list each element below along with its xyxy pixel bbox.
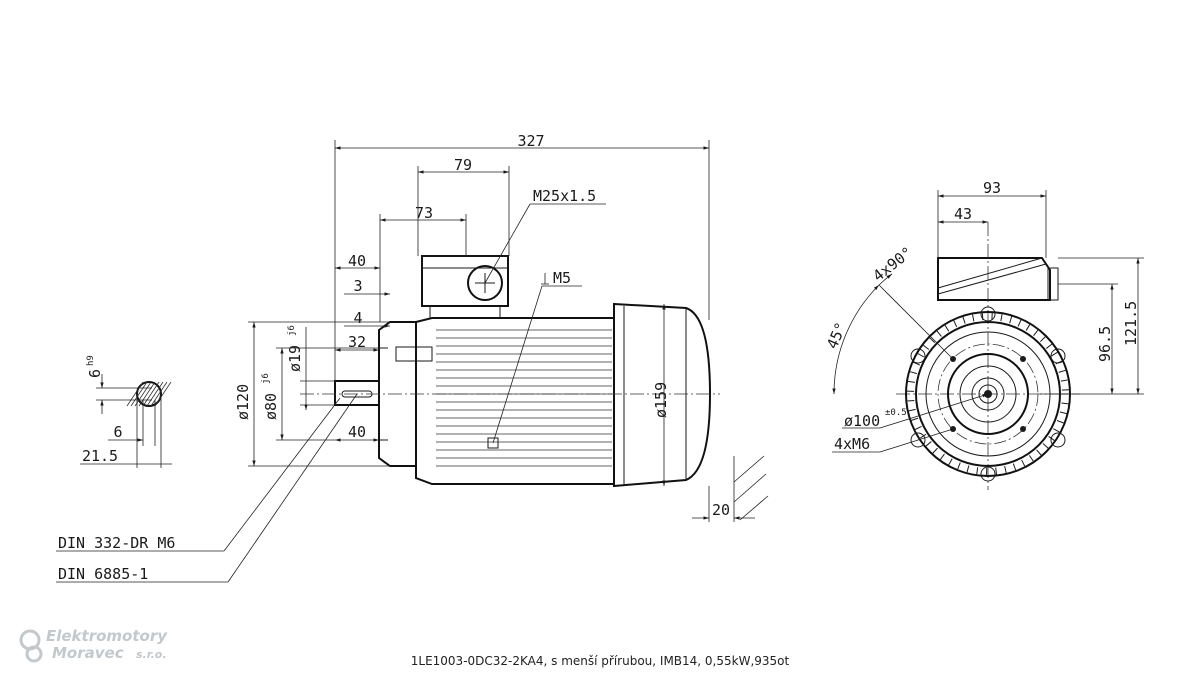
- dim-flange-diameter: ø120: [234, 384, 252, 420]
- note-center-hole: DIN 332-DR M6: [58, 534, 175, 552]
- label-earth-thread: M5: [553, 269, 571, 287]
- dim-hole-angle: 4x90°: [869, 243, 916, 285]
- dim-key-length: 40: [348, 423, 366, 441]
- flange-hole-br: [1020, 426, 1026, 432]
- dim-flange-thickness: 4: [353, 309, 362, 327]
- dim-spigot-diameter: ø80: [262, 393, 280, 420]
- dim-box-width: 93: [983, 179, 1001, 197]
- dim-keyway-width: 6: [113, 423, 122, 441]
- tol-pitch: ±0.5: [885, 408, 907, 418]
- shaft-section: 6 h9 6 21.5: [80, 355, 172, 468]
- dim-spigot: 3: [353, 277, 362, 295]
- dim-shaft-key-height: 21.5: [82, 447, 118, 465]
- tol-key: h9: [86, 355, 96, 366]
- dim-pitch-circle: ø100: [844, 412, 880, 430]
- dim-overall-length: 327: [517, 132, 544, 150]
- dim-shaft-length: 32: [348, 333, 366, 351]
- drawing-caption: 1LE1003-0DC32-2KA4, s menší přírubou, IM…: [411, 654, 790, 668]
- terminal-box: [421, 255, 509, 307]
- side-view-dimensions: 327 79 73 M25x1.5 40 3 4 32 40 ø19: [223, 132, 769, 583]
- logo-suffix: s.r.o.: [136, 648, 167, 661]
- dim-body-diameter: ø159: [652, 382, 670, 418]
- tol-shaft: j6: [287, 325, 297, 336]
- dim-shaft-diameter: ø19: [286, 345, 304, 372]
- label-gland-thread: M25x1.5: [533, 187, 596, 205]
- flange-hole-tr: [1020, 356, 1026, 362]
- dim-key-width: 6: [86, 369, 104, 378]
- dim-height-box: 121.5: [1122, 301, 1140, 346]
- dim-box-center: 43: [954, 205, 972, 223]
- front-terminal-box: [937, 257, 1051, 301]
- notes: DIN 332-DR M6 DIN 6885-1: [56, 534, 228, 583]
- logo-line2: Moravec: [52, 644, 124, 662]
- front-view-dimensions: 93 43 121.5 96.5 45° 4x90° ø100 ±0.5 4xM…: [823, 179, 1144, 453]
- dim-hole-angle-offset: 45°: [823, 320, 850, 352]
- dim-terminal-box-offset: 73: [415, 204, 433, 222]
- cable-gland: [467, 265, 503, 301]
- front-view: [896, 222, 1080, 490]
- dim-foot-offset: 20: [712, 501, 730, 519]
- logo-line1: Elektromotory: [46, 627, 168, 645]
- earth-terminal: [487, 437, 499, 449]
- note-key: DIN 6885-1: [58, 565, 148, 583]
- flange-bolt: [395, 346, 433, 362]
- dim-terminal-box-length: 79: [454, 156, 472, 174]
- dim-height-top: 96.5: [1096, 326, 1114, 362]
- motor-body: [415, 317, 615, 485]
- company-logo: Elektromotory Moravec s.r.o.: [19, 627, 168, 663]
- cooling-fins: [436, 329, 612, 467]
- side-view: [300, 255, 720, 488]
- label-flange-holes: 4xM6: [834, 435, 870, 453]
- dim-shaft-to-flange: 40: [348, 252, 366, 270]
- tol-spigot: j6: [261, 373, 271, 384]
- front-spigot: [947, 353, 1029, 435]
